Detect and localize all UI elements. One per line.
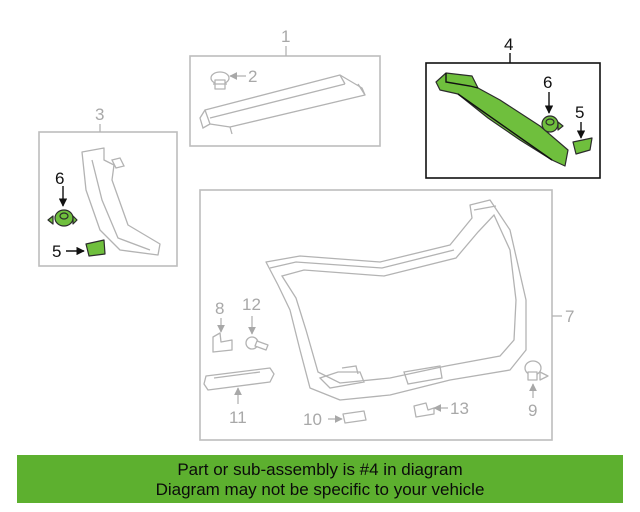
clip-5-left — [85, 239, 106, 257]
insert-10 — [342, 410, 367, 424]
callout-2[interactable]: 2 — [248, 67, 257, 86]
banner-line-2: Diagram may not be specific to your vehi… — [155, 480, 485, 499]
bracket-8 — [212, 332, 233, 353]
group-1-shelf: 1 2 — [189, 27, 381, 147]
callout-8[interactable]: 8 — [215, 299, 224, 318]
callout-10[interactable]: 10 — [303, 410, 322, 429]
group-7-liftgate: 7 8 12 11 9 10 — [199, 189, 574, 441]
callout-5-right[interactable]: 5 — [575, 103, 584, 122]
trim-part-4-edge — [445, 73, 553, 161]
shelf-edge — [209, 74, 346, 119]
callout-6-right[interactable]: 6 — [543, 73, 552, 92]
callout-11[interactable]: 11 — [229, 408, 247, 427]
group-3-frame — [38, 131, 178, 267]
callout-7[interactable]: 7 — [565, 307, 574, 326]
pillar-trim — [81, 147, 161, 256]
group-4-highlighted-trim: 4 6 5 — [425, 35, 601, 179]
liftgate-panel — [265, 199, 527, 401]
clip-9 — [524, 360, 549, 381]
parts-diagram: 1 2 3 6 5 — [38, 27, 601, 441]
callout-3[interactable]: 3 — [95, 105, 104, 124]
callout-13[interactable]: 13 — [450, 399, 469, 418]
handle-11 — [203, 367, 275, 391]
pillar-trim-inner — [91, 159, 151, 251]
liftgate-handle-recess — [318, 365, 443, 389]
callout-1[interactable]: 1 — [281, 27, 290, 46]
clip-2 — [210, 71, 230, 90]
banner-line-1: Part or sub-assembly is #4 in diagram — [177, 460, 463, 479]
clip-13 — [413, 402, 435, 418]
shelf-panel — [204, 74, 366, 128]
liftgate-top-rib — [269, 205, 497, 269]
liftgate-inner — [280, 213, 517, 384]
group-1-frame — [189, 55, 381, 147]
shelf-lip — [199, 109, 211, 129]
callout-4[interactable]: 4 — [504, 35, 513, 54]
callout-6-left[interactable]: 6 — [55, 169, 64, 188]
clip-6-left — [47, 209, 78, 227]
pillar-trim-tab — [111, 157, 125, 169]
group-3-pillar-trim: 3 6 5 — [38, 105, 178, 267]
info-banner: Part or sub-assembly is #4 in diagram Di… — [17, 455, 623, 503]
group-7-frame — [199, 189, 553, 441]
group-4-frame — [425, 62, 601, 179]
callout-9[interactable]: 9 — [528, 401, 537, 420]
screw-12 — [245, 336, 269, 351]
clip-6-right — [541, 115, 564, 133]
clip-5-right — [572, 137, 593, 155]
shelf-ridge — [229, 83, 366, 135]
callout-5-left[interactable]: 5 — [52, 242, 61, 261]
callout-12[interactable]: 12 — [242, 295, 261, 314]
